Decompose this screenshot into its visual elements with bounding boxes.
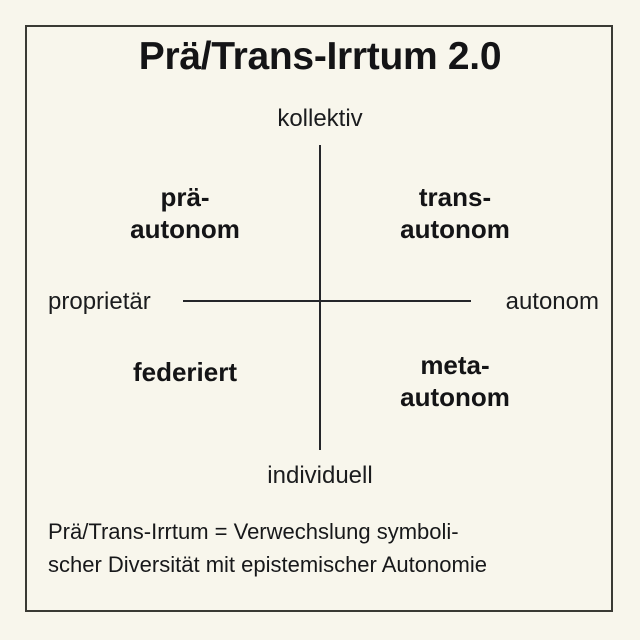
quadrant-label-top-right: trans- autonom [400,182,510,244]
axis-label-top: kollektiv [277,105,363,132]
page-title: Prä/Trans-Irrtum 2.0 [138,35,502,78]
diagram-caption: Prä/Trans-Irrtum = Verwechslung symboli-… [48,516,593,581]
quadrant-label-top-left: prä- autonom [130,182,240,244]
horizontal-axis-line [183,300,471,302]
axis-label-left: proprietär [48,288,151,315]
quadrant-label-bottom-right: meta- autonom [400,350,510,412]
caption-line-1: Prä/Trans-Irrtum = Verwechslung symboli- [48,519,459,544]
axis-label-bottom: individuell [267,462,373,489]
vertical-axis-line [319,145,321,450]
caption-line-2: scher Diversität mit epistemischer Auton… [48,551,487,577]
quadrant-label-bottom-left: federiert [132,357,238,387]
axis-label-right: autonom [505,288,599,315]
